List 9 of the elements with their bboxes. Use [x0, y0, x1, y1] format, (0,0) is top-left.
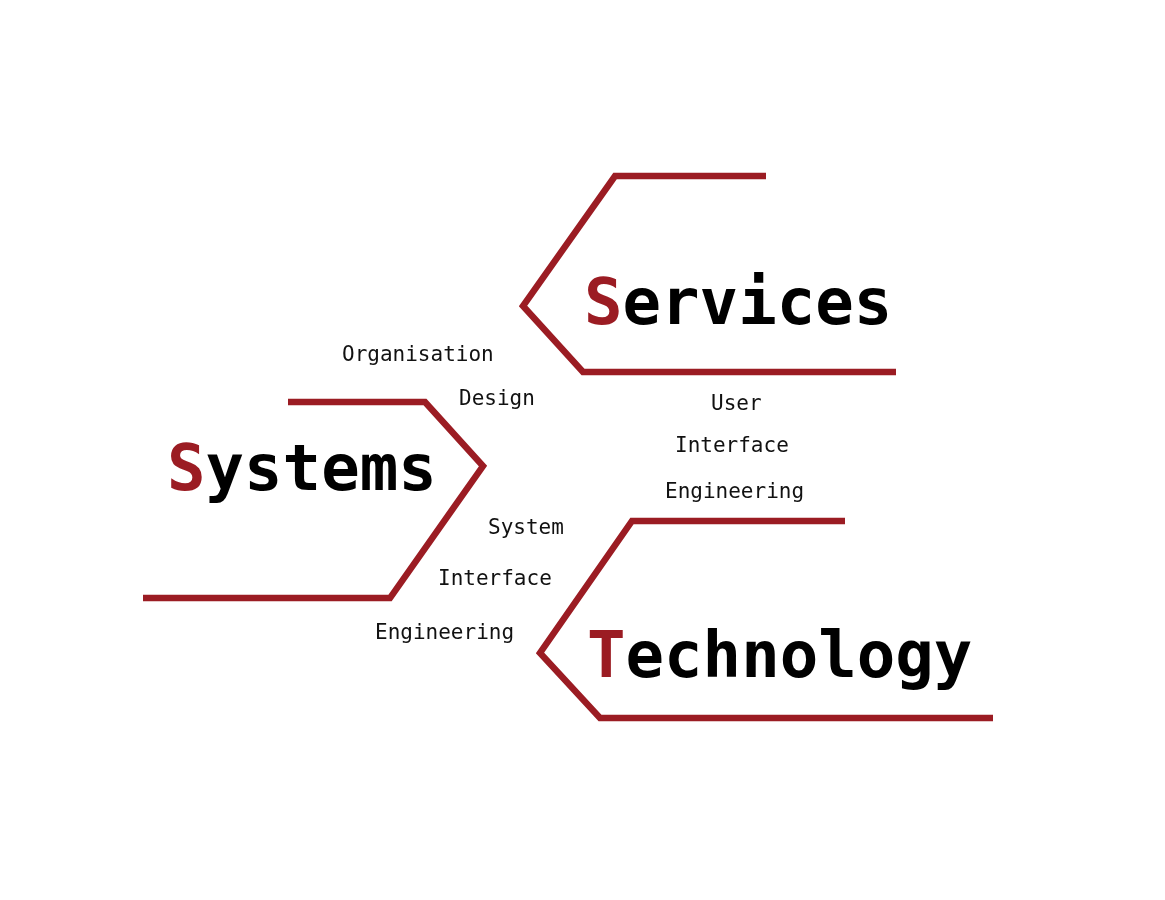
keyword-label: Interface	[438, 566, 552, 590]
heading: Services	[584, 270, 893, 334]
keyword-label: User	[711, 391, 762, 415]
keyword-label: Engineering	[665, 479, 805, 503]
keyword-label: Design	[459, 386, 535, 410]
keyword-label: System	[488, 515, 564, 539]
keyword-label: Engineering	[375, 620, 515, 644]
keyword-label: Organisation	[342, 342, 494, 366]
keyword-label: Interface	[675, 433, 789, 457]
